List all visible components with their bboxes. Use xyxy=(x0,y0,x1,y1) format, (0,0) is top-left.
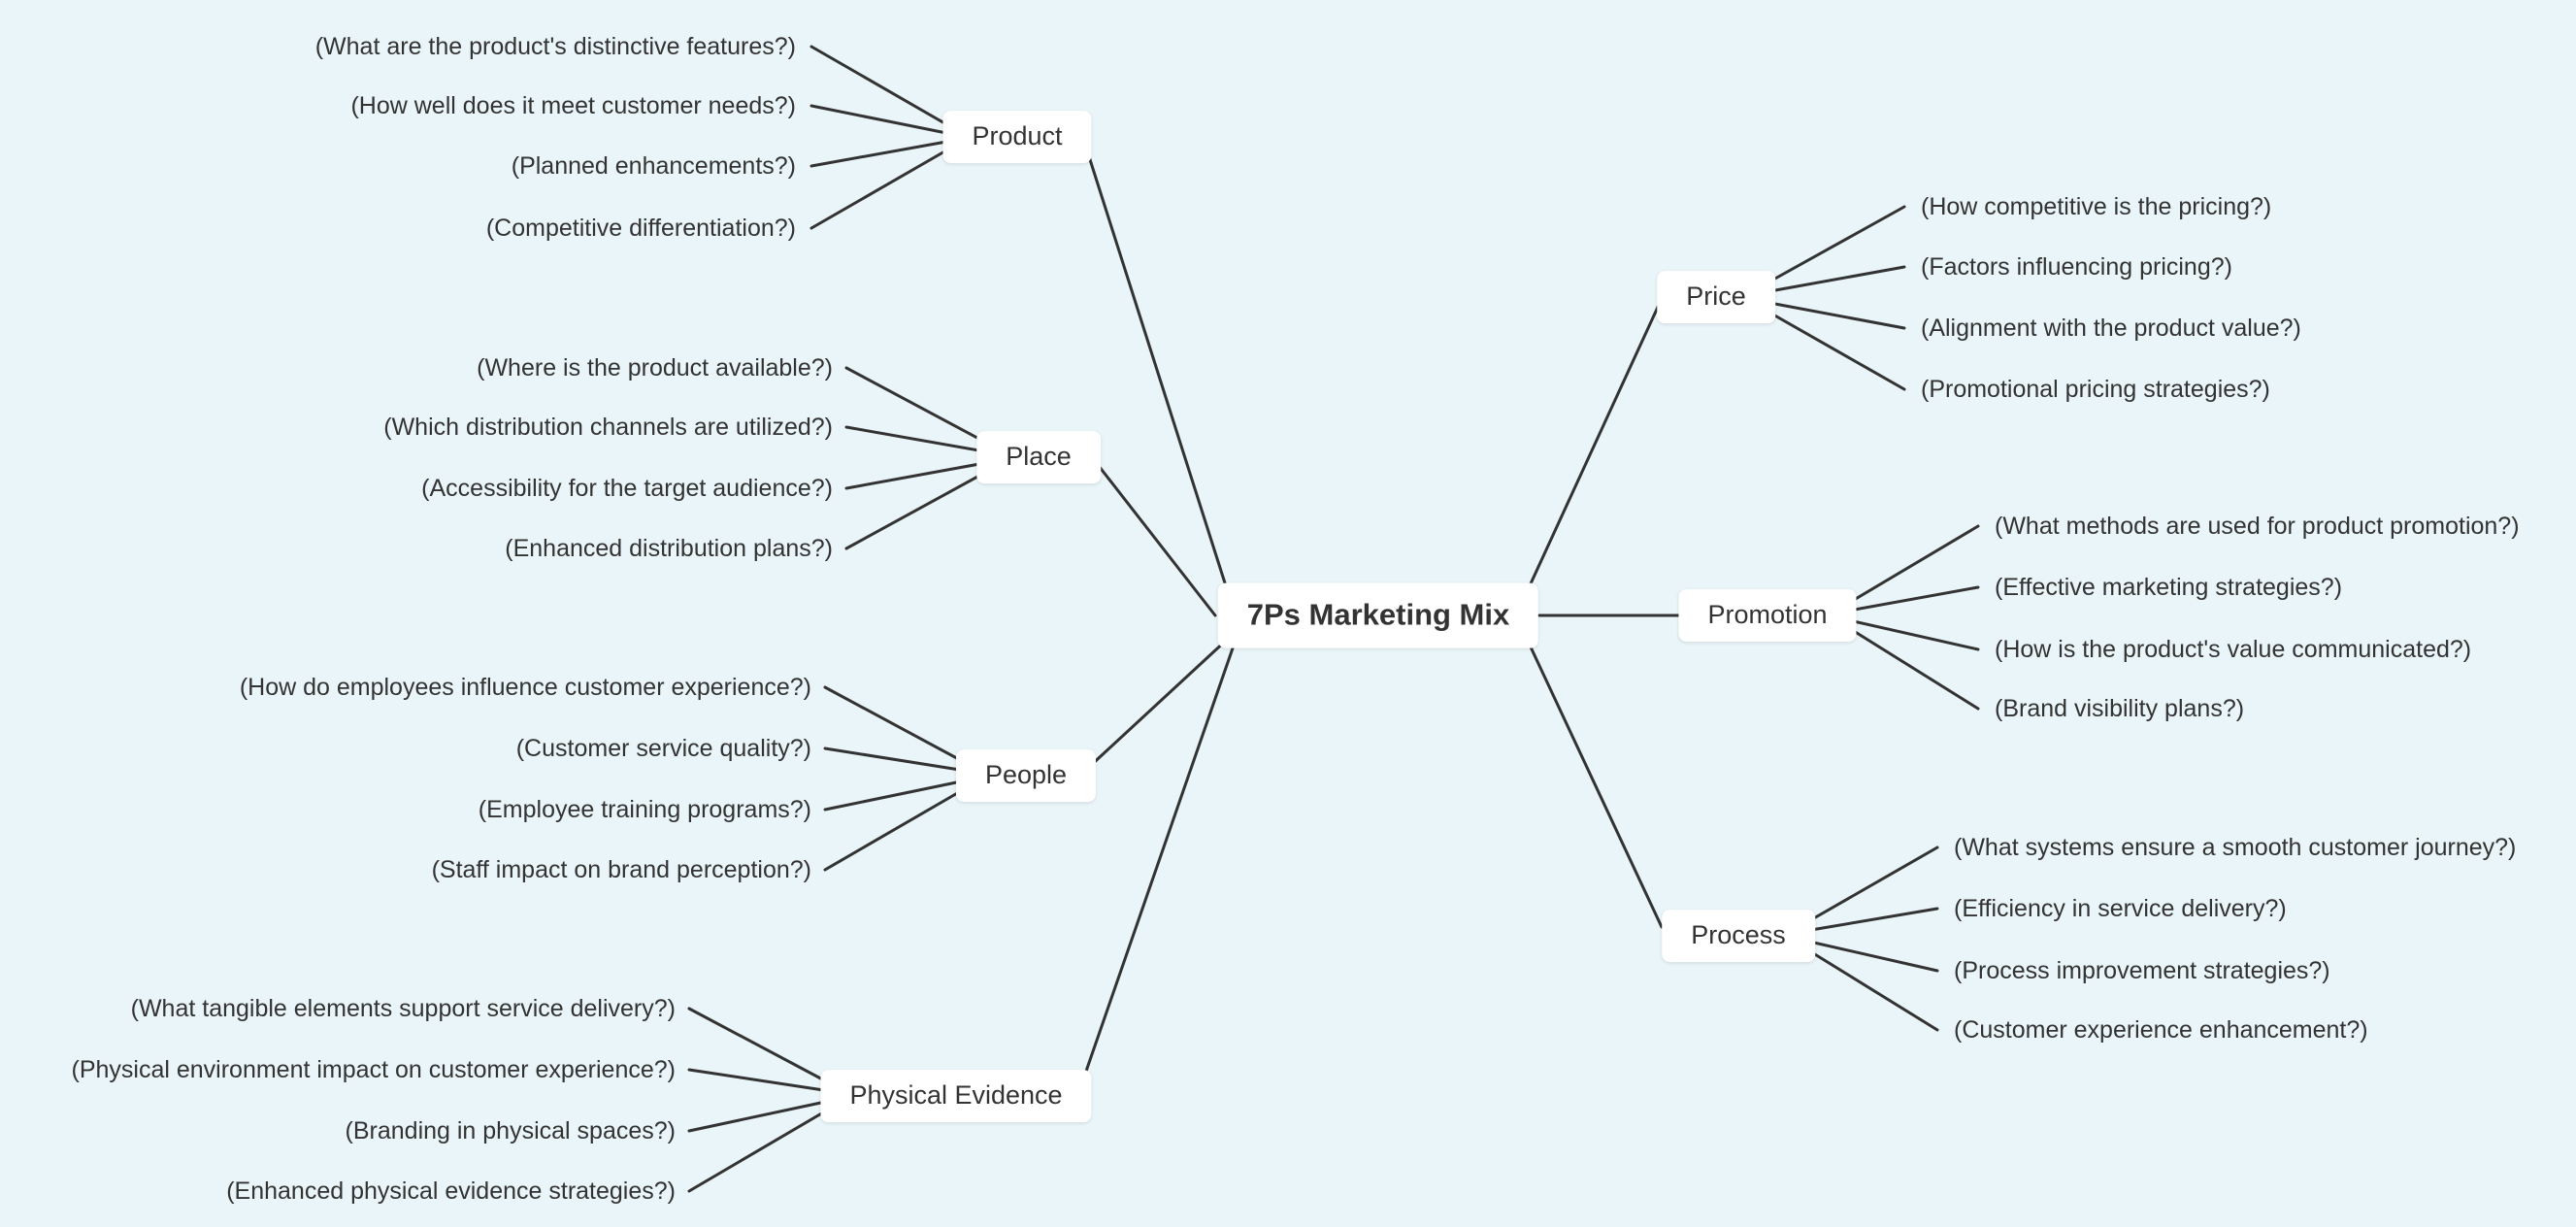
leaf-node: (What tangible elements support service … xyxy=(130,995,676,1022)
price-leaf-edges xyxy=(1763,205,1906,391)
root-node: 7Ps Marketing Mix xyxy=(1217,582,1539,648)
leaf-node: (How well does it meet customer needs?) xyxy=(350,92,796,119)
leaf-node: (Process improvement strategies?) xyxy=(1954,957,2330,984)
leaf-node: (Where is the product available?) xyxy=(477,354,833,381)
physical-evidence-leaf-edges xyxy=(687,1007,832,1193)
branch-node-price: Price xyxy=(1657,271,1775,323)
root-branch-edges xyxy=(1080,149,1681,1084)
promotion-leaf-edges xyxy=(1847,524,1980,711)
branch-node-physical-evidence: Physical Evidence xyxy=(820,1070,1092,1122)
leaf-node: (Employee training programs?) xyxy=(478,796,811,823)
leaf-node: (Competitive differentiation?) xyxy=(485,215,796,242)
leaf-node: (Customer service quality?) xyxy=(515,735,811,762)
leaf-node: (How do employees influence customer exp… xyxy=(239,674,811,701)
leaf-node: (Branding in physical spaces?) xyxy=(345,1117,676,1144)
leaf-node: (Factors influencing pricing?) xyxy=(1921,253,2232,281)
leaf-node: (Customer experience enhancement?) xyxy=(1954,1016,2368,1044)
leaf-node: (Alignment with the product value?) xyxy=(1921,315,2301,342)
leaf-node: (What systems ensure a smooth customer j… xyxy=(1954,834,2517,861)
leaf-node: (How is the product's value communicated… xyxy=(1995,636,2472,663)
place-leaf-edges xyxy=(844,366,992,550)
leaf-node: (Efficiency in service delivery?) xyxy=(1954,895,2287,922)
leaf-node: (Accessibility for the target audience?) xyxy=(421,475,833,502)
branch-node-promotion: Promotion xyxy=(1678,589,1857,642)
leaf-node: (Effective marketing strategies?) xyxy=(1995,574,2343,601)
leaf-node: (Physical environment impact on customer… xyxy=(71,1056,677,1083)
product-leaf-edges xyxy=(809,45,948,230)
leaf-node: (Enhanced physical evidence strategies?) xyxy=(226,1177,676,1205)
leaf-node: (Brand visibility plans?) xyxy=(1995,695,2245,722)
leaf-node: (Which distribution channels are utilize… xyxy=(383,414,833,441)
leaf-node: (What are the product's distinctive feat… xyxy=(314,33,796,60)
leaf-node: (Staff impact on brand perception?) xyxy=(431,856,811,883)
leaf-node: (Promotional pricing strategies?) xyxy=(1921,376,2270,403)
branch-node-process: Process xyxy=(1662,910,1815,962)
people-leaf-edges xyxy=(823,685,968,872)
leaf-node: (What methods are used for product promo… xyxy=(1995,513,2520,540)
branch-node-place: Place xyxy=(976,431,1101,483)
process-leaf-edges xyxy=(1803,846,1939,1032)
leaf-node: (Enhanced distribution plans?) xyxy=(505,535,833,562)
branch-node-product: Product xyxy=(942,111,1092,163)
leaf-node: (Planned enhancements?) xyxy=(511,152,796,180)
branch-node-people: People xyxy=(955,749,1097,802)
leaf-node: (How competitive is the pricing?) xyxy=(1921,193,2272,220)
